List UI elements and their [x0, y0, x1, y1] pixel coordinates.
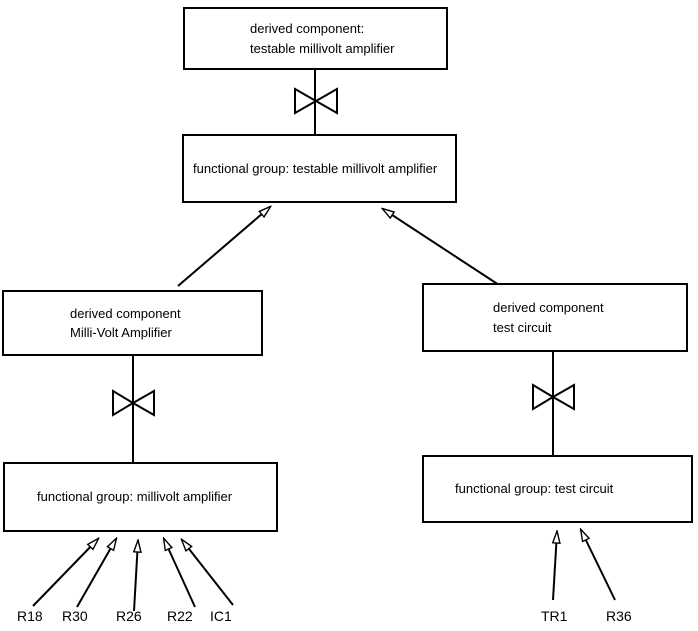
node-text-line: Milli-Volt Amplifier	[70, 325, 172, 340]
bowtie-icon	[294, 87, 338, 115]
component-label-tr1[interactable]: TR1	[541, 608, 568, 624]
component-label-r18[interactable]: R18	[17, 608, 43, 624]
node-derived-component-milli-volt-amplifier[interactable]: derived component Milli-Volt Amplifier	[2, 290, 263, 356]
node-text-line: functional group: millivolt amplifier	[37, 489, 233, 505]
node-functional-group-millivolt-amplifier[interactable]: functional group: millivolt amplifier	[3, 462, 278, 532]
component-label-r22[interactable]: R22	[167, 608, 193, 624]
node-text-line: derived component	[70, 305, 181, 321]
bowtie-icon	[532, 383, 575, 411]
node-text-line: functional group: test circuit	[455, 481, 614, 497]
node-derived-component-test-circuit[interactable]: derived component test circuit	[422, 283, 688, 352]
node-functional-group-testable-millivolt-amplifier[interactable]: functional group: testable millivolt amp…	[182, 134, 457, 203]
arrow-r18	[32, 539, 98, 607]
arrow-r36	[581, 530, 616, 601]
node-derived-component-testable-millivolt-amplifier[interactable]: derived component: testable millivolt am…	[183, 7, 448, 70]
arrow-r26	[134, 541, 138, 612]
node-text-line: derived component:	[250, 21, 365, 36]
arrow-rightmid-to-center	[383, 209, 500, 286]
component-label-r30[interactable]: R30	[62, 608, 88, 624]
bowtie-icon	[112, 389, 155, 417]
arrow-ic1	[182, 540, 234, 606]
node-functional-group-test-circuit[interactable]: functional group: test circuit	[422, 455, 693, 523]
node-text-line: testable millivolt amplifier	[250, 40, 395, 56]
component-label-r36[interactable]: R36	[606, 608, 632, 624]
component-label-r26[interactable]: R26	[116, 608, 142, 624]
node-text-line: derived component	[493, 300, 604, 315]
arrow-tr1	[553, 532, 557, 601]
node-text-line: functional group: testable millivolt amp…	[193, 160, 438, 176]
arrow-leftmid-to-center	[177, 207, 270, 287]
node-text-line: test circuit	[493, 319, 552, 335]
arrow-r22	[164, 539, 196, 608]
arrow-r30	[76, 539, 116, 608]
component-label-ic1[interactable]: IC1	[210, 608, 232, 624]
